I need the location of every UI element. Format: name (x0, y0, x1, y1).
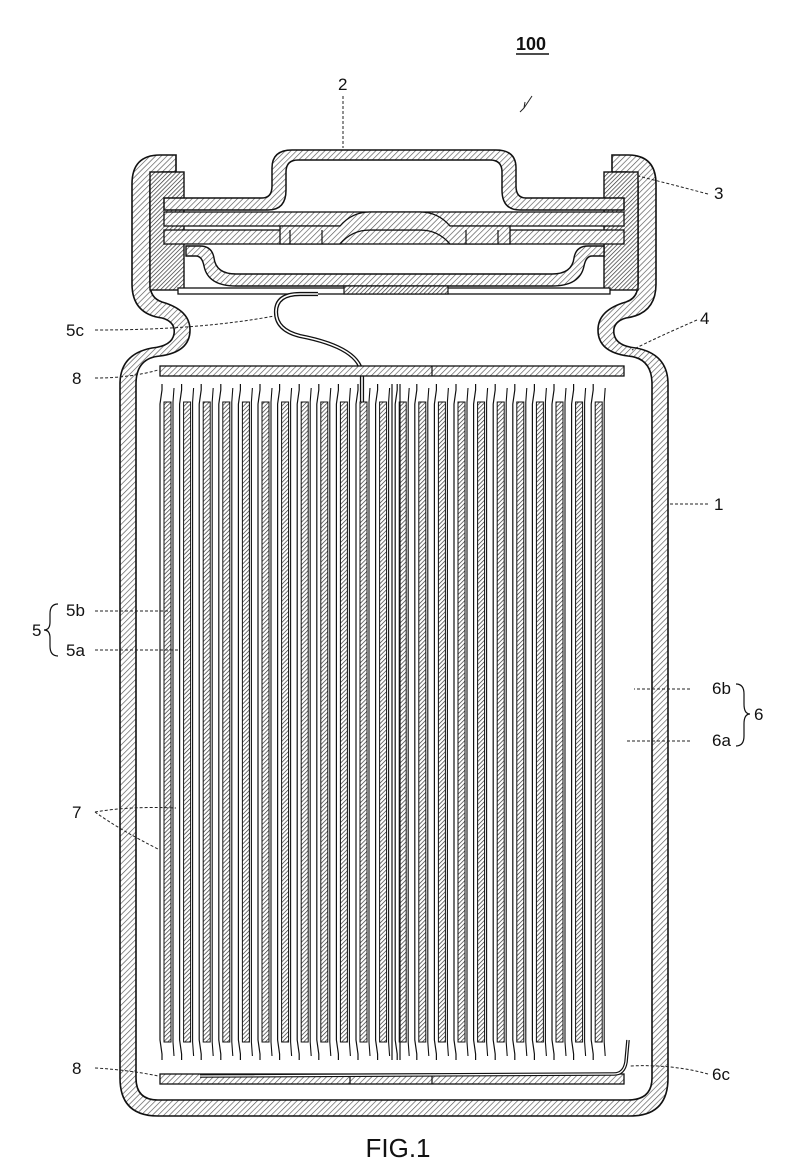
separator-layer (513, 384, 515, 1060)
brace-positive (44, 604, 58, 656)
cap-plates (164, 212, 624, 244)
label-separator: 7 (72, 803, 81, 822)
separator-layer (258, 384, 260, 1060)
label-assembly: 100 (516, 34, 546, 54)
separator-layer (376, 384, 378, 1060)
collector-foil (487, 388, 488, 1056)
separator-layer (199, 384, 201, 1060)
collector-foil (310, 388, 311, 1056)
collector-foil (408, 388, 409, 1056)
separator-layer (532, 384, 534, 1060)
label-groove: 4 (700, 309, 709, 328)
collector-foil (604, 388, 605, 1056)
collector-foil (251, 388, 252, 1056)
collector-foil (585, 388, 586, 1056)
electrode-plate (242, 402, 249, 1042)
separator-layer (180, 384, 182, 1060)
electrode-plate (360, 402, 367, 1042)
separator-layer (415, 384, 417, 1060)
label-case: 1 (714, 495, 723, 514)
label-positive-active: 5a (66, 641, 85, 660)
label-negative-active: 6a (712, 731, 731, 750)
label-positive-tab: 5c (66, 321, 84, 340)
separator-layer (278, 384, 280, 1060)
collector-foil (526, 388, 527, 1056)
electrode-plate (262, 402, 269, 1042)
label-insulator-bottom: 8 (72, 1059, 81, 1078)
separator-layer (336, 384, 338, 1060)
separator-layer (474, 384, 476, 1060)
cap-terminal (164, 150, 624, 210)
collector-foil (173, 388, 174, 1056)
label-negative-tab: 6c (712, 1065, 730, 1084)
electrode-plate (438, 402, 445, 1042)
collector-foil (330, 388, 331, 1056)
electrode-plate (576, 402, 583, 1042)
separator-layer (454, 384, 456, 1060)
electrode-plate (184, 402, 191, 1042)
electrode-plate (458, 402, 465, 1042)
insulating-plate-top (160, 366, 624, 376)
collector-foil (369, 388, 370, 1056)
collector-foil (232, 388, 233, 1056)
current-interrupt-plate (178, 286, 610, 294)
label-negative-collector: 6b (712, 679, 731, 698)
electrode-stack (160, 384, 605, 1060)
safety-vent (186, 246, 604, 286)
separator-layer (552, 384, 554, 1060)
electrode-plate (380, 402, 387, 1042)
battery-case (120, 155, 668, 1116)
separator-layer (238, 384, 240, 1060)
separator-layer (493, 384, 495, 1060)
electrode-plate (340, 402, 347, 1042)
label-positive-collector: 5b (66, 601, 85, 620)
electrode-plate (164, 402, 171, 1042)
collector-foil (467, 388, 468, 1056)
label-negative: 6 (754, 705, 763, 724)
collector-foil (212, 388, 213, 1056)
collector-foil (389, 388, 390, 1056)
electrode-plate (321, 402, 328, 1042)
brace-negative (736, 684, 750, 746)
electrode-plate (419, 402, 426, 1042)
electrode-plate (517, 402, 524, 1042)
separator-layer (219, 384, 221, 1060)
separator-layer (395, 384, 397, 1060)
separator-layer (572, 384, 574, 1060)
collector-foil (193, 388, 194, 1056)
electrode-plate (282, 402, 289, 1042)
collector-foil (565, 388, 566, 1056)
electrode-plate (478, 402, 485, 1042)
figure-caption: FIG.1 (365, 1133, 430, 1161)
label-cap: 2 (338, 75, 347, 94)
collector-foil (349, 388, 350, 1056)
label-insulator-top: 8 (72, 369, 81, 388)
separator-layer (317, 384, 319, 1060)
electrode-plate (203, 402, 210, 1042)
electrode-plate (497, 402, 504, 1042)
collector-foil (545, 388, 546, 1056)
separator-layer (591, 384, 593, 1060)
collector-foil (271, 388, 272, 1056)
separator-layer (434, 384, 436, 1060)
collector-foil (506, 388, 507, 1056)
electrode-plate (301, 402, 308, 1042)
collector-foil (428, 388, 429, 1056)
label-gasket: 3 (714, 184, 723, 203)
separator-layer (297, 384, 299, 1060)
collector-foil (447, 388, 448, 1056)
electrode-plate (595, 402, 602, 1042)
electrode-plate (536, 402, 543, 1042)
collector-foil (291, 388, 292, 1056)
separator-layer (356, 384, 358, 1060)
label-positive: 5 (32, 621, 41, 640)
electrode-plate (223, 402, 230, 1042)
negative-lead-tab (200, 1040, 628, 1076)
electrode-plate (556, 402, 563, 1042)
separator-layer (160, 384, 162, 1060)
